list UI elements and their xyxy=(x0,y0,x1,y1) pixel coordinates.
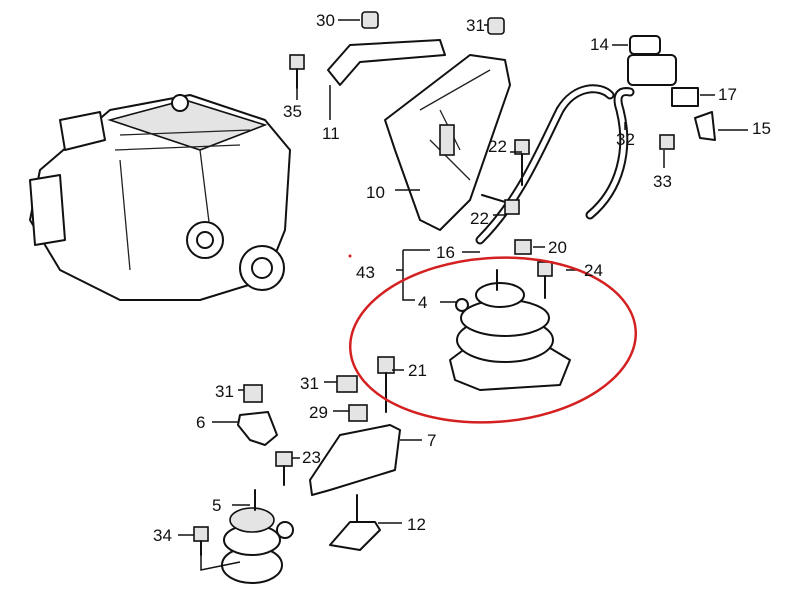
callout-17: 17 xyxy=(718,85,737,104)
callout-7: 7 xyxy=(427,431,436,450)
callout-30: 30 xyxy=(316,11,335,30)
callout-22: 22 xyxy=(488,137,507,156)
callout-32: 32 xyxy=(616,130,635,149)
leader-lines xyxy=(178,19,748,571)
callout-12: 12 xyxy=(407,515,426,534)
callout-31-left: 31 xyxy=(215,382,234,401)
red-dot xyxy=(348,254,352,258)
callout-35: 35 xyxy=(283,102,302,121)
bracket-10 xyxy=(384,54,511,231)
callout-23: 23 xyxy=(302,448,321,467)
callout-5: 5 xyxy=(212,496,221,515)
callout-16: 16 xyxy=(436,243,455,262)
callout-34: 34 xyxy=(153,526,172,545)
engine-block xyxy=(29,94,291,301)
callout-24: 24 xyxy=(584,261,603,280)
fasteners xyxy=(193,11,675,556)
solenoid-valve xyxy=(627,35,716,141)
callout-43: 43 xyxy=(356,263,375,282)
highlight-circle xyxy=(348,256,638,424)
engine-mount-4 xyxy=(449,269,571,391)
callout-15: 15 xyxy=(752,119,771,138)
callout-31-mid: 31 xyxy=(300,374,319,393)
engine-mount-5 xyxy=(221,489,294,584)
callout-labels: 30 31 35 11 14 17 15 32 33 22 22 10 16 2… xyxy=(153,11,771,545)
bracket-12 xyxy=(329,494,381,551)
callout-4: 4 xyxy=(418,293,427,312)
callout-14: 14 xyxy=(590,35,609,54)
callout-33: 33 xyxy=(653,172,672,191)
bracket-7 xyxy=(309,424,401,496)
callout-31: 31 xyxy=(466,16,485,35)
callout-21: 21 xyxy=(408,361,427,380)
bracket-6 xyxy=(237,411,278,446)
callout-10: 10 xyxy=(366,183,385,202)
callout-11: 11 xyxy=(322,124,340,143)
callout-6: 6 xyxy=(196,413,205,432)
callout-20: 20 xyxy=(548,238,567,257)
callout-29: 29 xyxy=(309,403,328,422)
bracket-11 xyxy=(327,39,446,86)
callout-22-lower: 22 xyxy=(470,209,489,228)
